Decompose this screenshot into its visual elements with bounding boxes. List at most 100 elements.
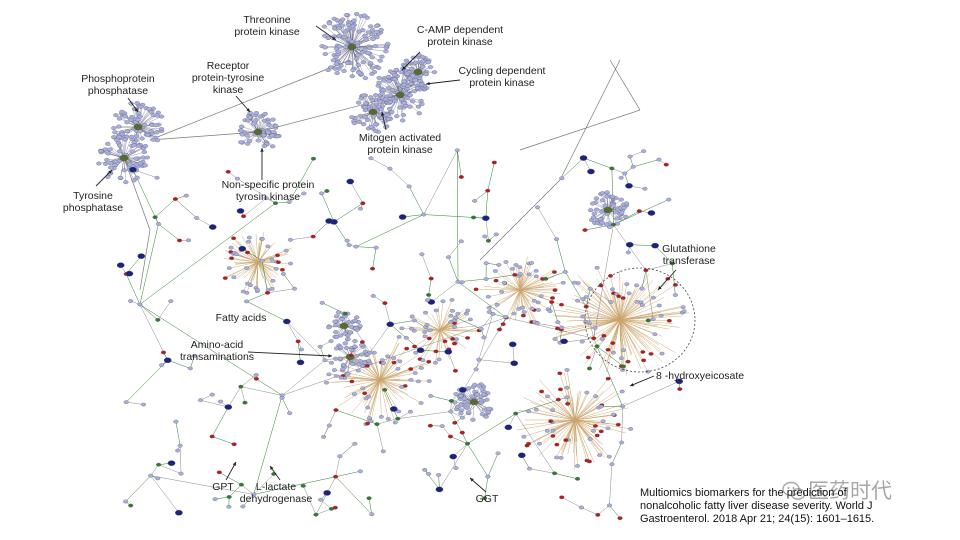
edge (619, 319, 680, 328)
graph-node (478, 398, 484, 403)
protein-node (354, 12, 360, 16)
edge (283, 273, 295, 289)
edge (139, 229, 151, 291)
edge (242, 494, 254, 507)
protein-node (362, 33, 368, 38)
graph-node (587, 168, 595, 175)
metabolite-node (550, 434, 556, 438)
protein-node (464, 405, 470, 410)
graph-node (453, 466, 459, 470)
protein-node (131, 143, 137, 148)
protein-node (623, 201, 630, 206)
protein-node (419, 55, 426, 60)
edge (431, 281, 459, 303)
edge (355, 246, 377, 248)
graph-node (238, 384, 244, 389)
protein-node (587, 208, 594, 213)
edge (574, 419, 594, 432)
edge (574, 390, 604, 421)
protein-node (363, 37, 369, 42)
protein-node (458, 411, 464, 416)
edge (611, 442, 622, 465)
metabolite-node (270, 279, 276, 283)
edge (150, 464, 159, 476)
graph-node (478, 327, 484, 331)
edge (312, 220, 330, 237)
edge (622, 381, 680, 407)
edge (190, 355, 195, 369)
hub-node (253, 128, 263, 136)
graph-node (156, 462, 162, 467)
graph-node (333, 474, 339, 479)
edge (212, 436, 235, 445)
edge (257, 261, 274, 282)
protein-node (335, 310, 342, 315)
metabolite-node (605, 376, 611, 381)
graph-node (459, 415, 466, 420)
protein-node (590, 201, 596, 206)
graph-node (476, 357, 482, 362)
metabolite-node (550, 429, 556, 433)
protein-node (385, 86, 392, 91)
edge (519, 289, 538, 323)
edge (421, 254, 432, 279)
metabolite-node (517, 265, 523, 269)
edge (249, 261, 259, 275)
edge (519, 271, 555, 291)
graph-node (313, 512, 319, 517)
metabolite-node (625, 359, 631, 364)
edge (513, 289, 521, 314)
protein-node (149, 109, 155, 114)
graph-node (512, 272, 518, 277)
graph-node (595, 513, 601, 517)
protein-node (367, 61, 374, 66)
edge (574, 419, 604, 422)
graph-node (582, 228, 588, 232)
protein-node (343, 346, 350, 350)
graph-node (645, 318, 651, 323)
edge (564, 308, 621, 321)
edge (351, 46, 373, 75)
protein-node (137, 161, 144, 166)
edge (337, 355, 381, 381)
metabolite-node (641, 358, 647, 363)
metabolite-node (362, 360, 368, 365)
edge (397, 411, 451, 419)
protein-node (345, 371, 351, 376)
metabolite-node (593, 424, 598, 428)
arrow-head (328, 354, 332, 358)
graph-node (559, 176, 565, 181)
protein-node (116, 124, 122, 129)
graph-node (173, 419, 179, 424)
protein-node (333, 330, 339, 335)
edge (654, 245, 673, 264)
edge (543, 419, 576, 444)
edge (282, 360, 326, 396)
edge (379, 353, 392, 381)
graph-node (672, 293, 678, 297)
protein-node (387, 106, 393, 111)
graph-node (485, 238, 491, 243)
graph-node (251, 492, 257, 497)
protein-node (351, 121, 358, 126)
graph-node (641, 149, 647, 153)
protein-node (604, 190, 610, 195)
protein-node (158, 114, 165, 119)
edge (619, 319, 643, 353)
graph-node (675, 378, 684, 385)
protein-node (238, 140, 244, 145)
edge (574, 419, 577, 457)
edge (619, 319, 656, 335)
edge (455, 317, 482, 330)
graph-node (493, 232, 499, 237)
protein-node (123, 180, 129, 185)
protein-node (262, 111, 268, 116)
protein-node (609, 194, 616, 199)
protein-node (119, 132, 125, 137)
graph-node (155, 318, 161, 322)
edge (580, 319, 621, 357)
graph-node (125, 270, 134, 277)
metabolite-node (412, 371, 418, 375)
protein-node (352, 344, 358, 349)
metabolite-node (396, 335, 402, 339)
